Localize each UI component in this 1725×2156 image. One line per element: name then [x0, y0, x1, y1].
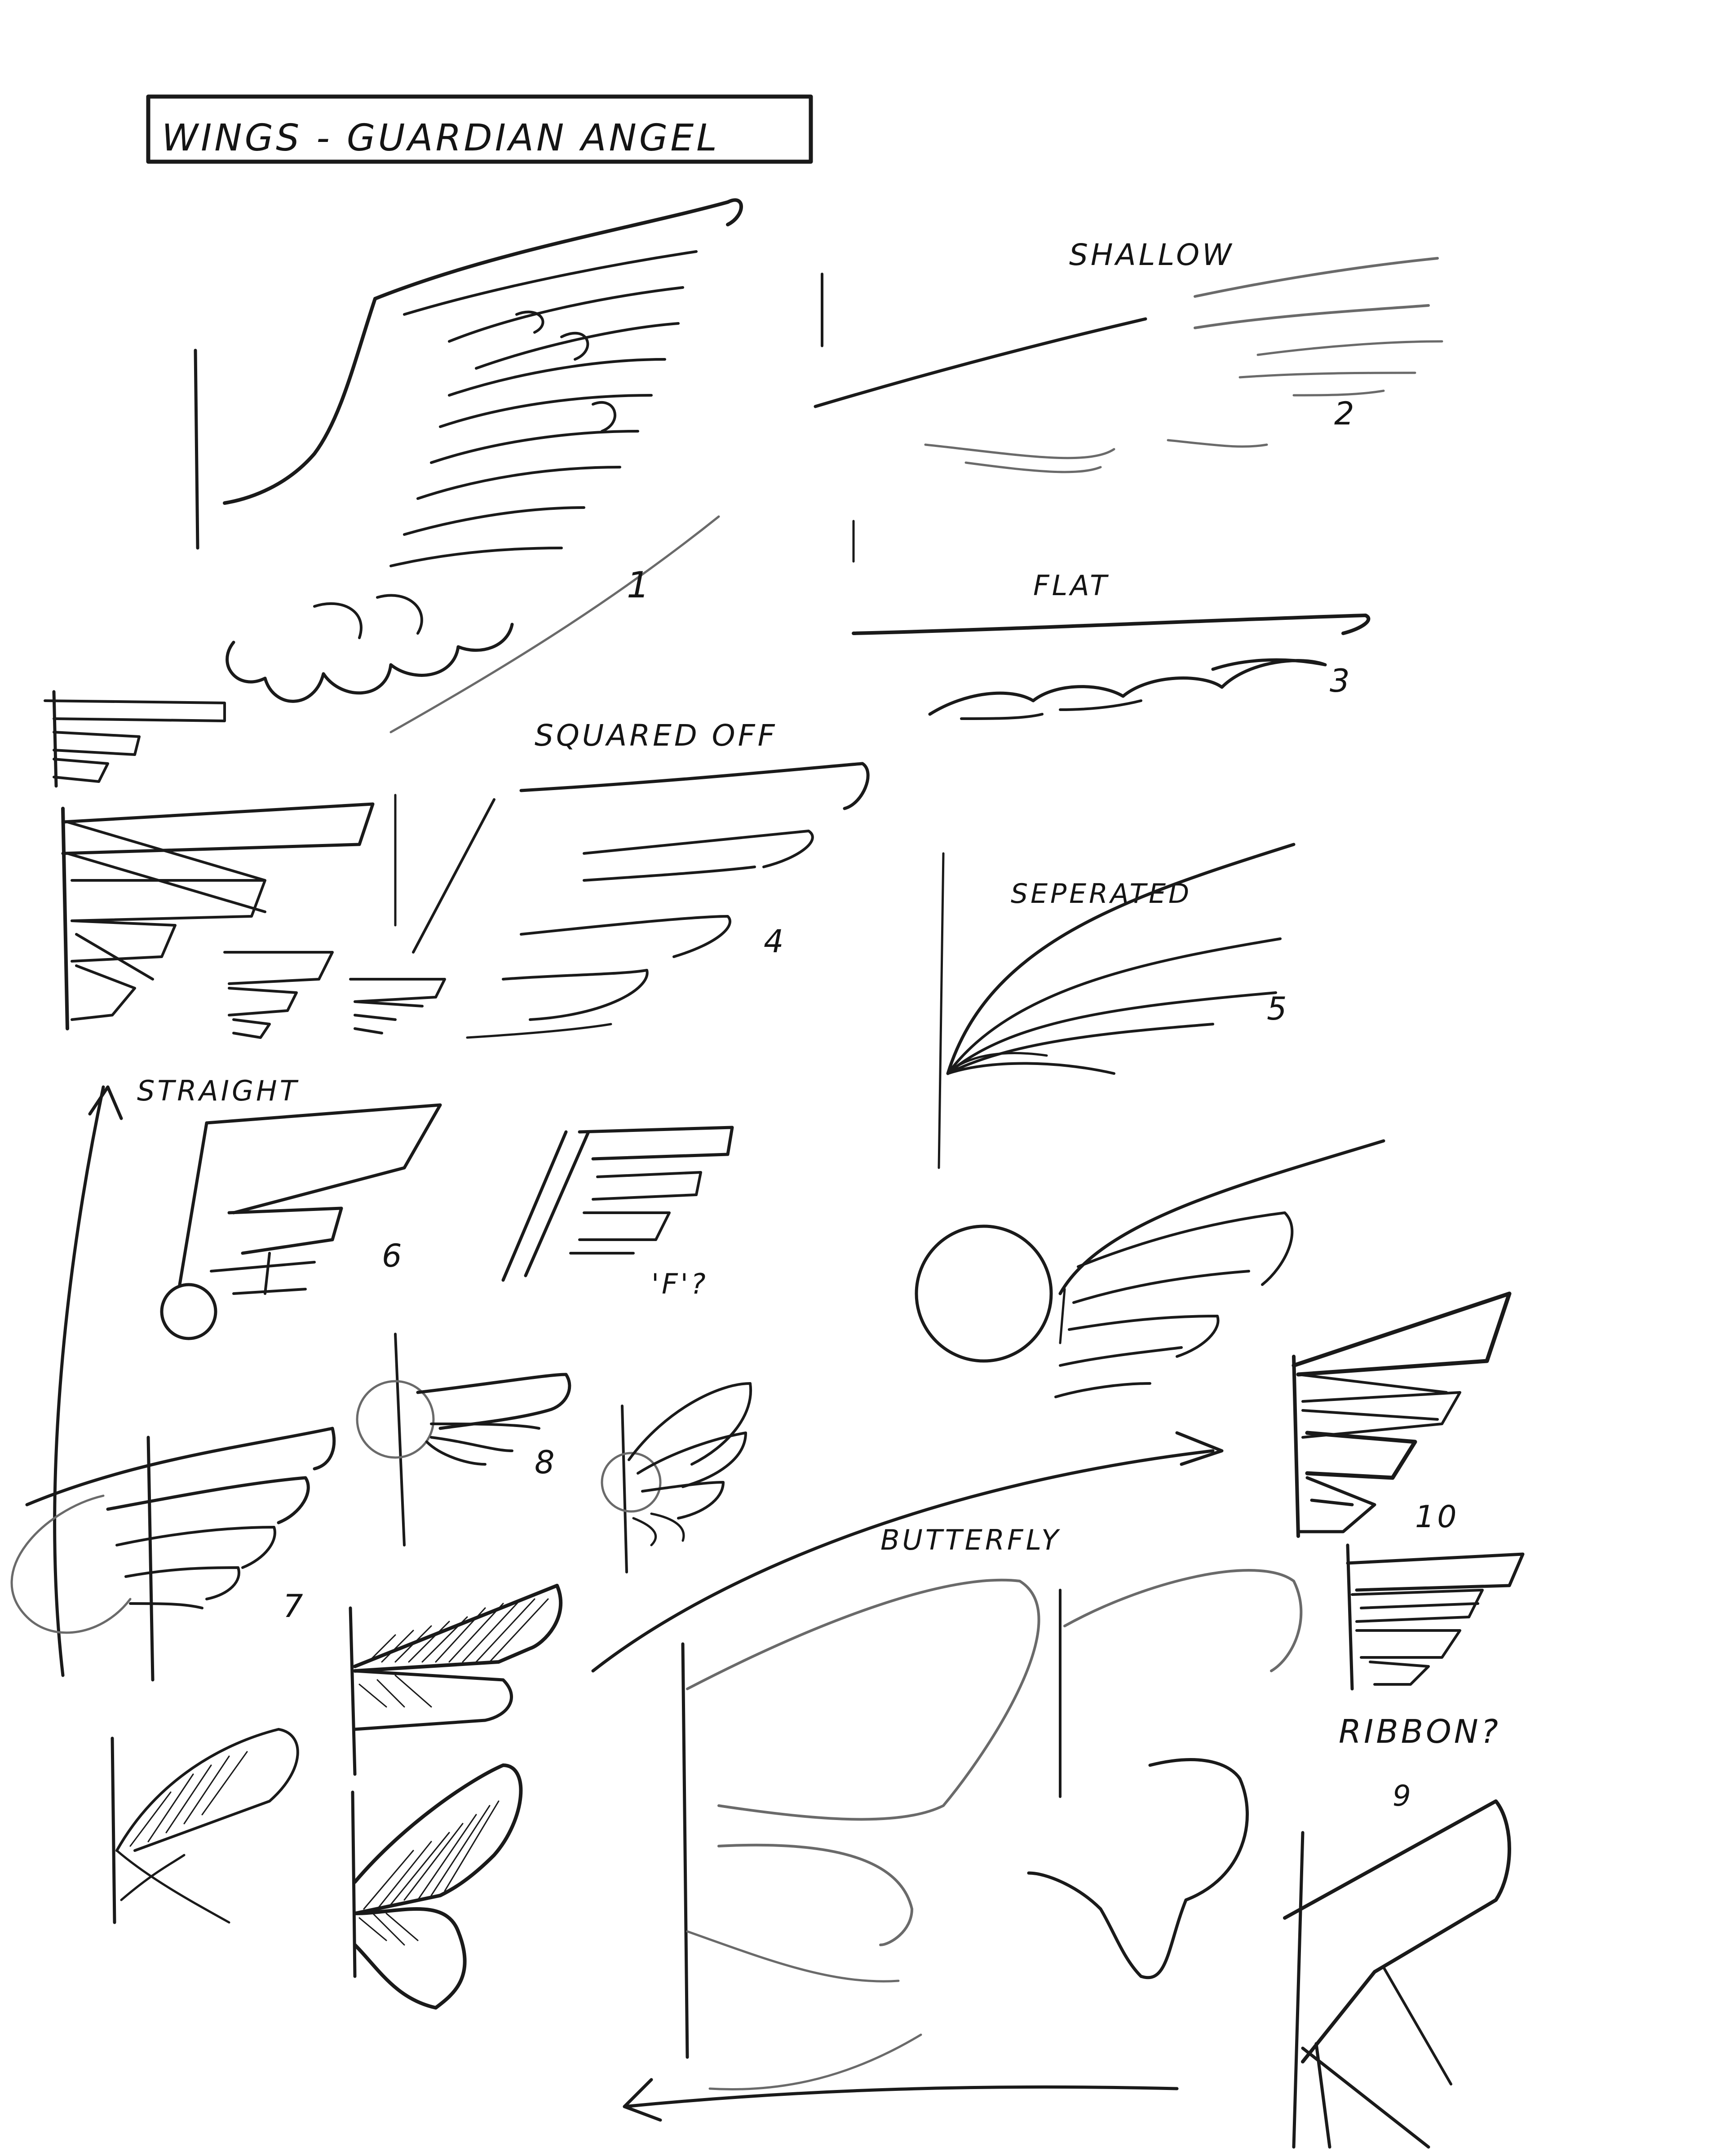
- sketch-butterfly-label: BUTTERFLY: [880, 1524, 1061, 1556]
- page-title: WINGS - GUARDIAN ANGEL: [162, 117, 720, 159]
- sketch-8-small-wings: 8: [356, 1333, 752, 1573]
- sketch-butterfly-wing: BUTTERFLY: [591, 1431, 1303, 2122]
- title-box: WINGS - GUARDIAN ANGEL: [146, 94, 813, 164]
- sketch-3-label: FLAT: [1033, 569, 1110, 602]
- sketch-4-squared-wing: SQUARED OFF 4: [61, 718, 870, 1039]
- sketch-shaded-wings: [111, 1584, 563, 2010]
- sketch-8-number: 8: [535, 1444, 557, 1481]
- sketch-10-bar-wing: 10: [1292, 1291, 1512, 1538]
- sketch-ribbon-wing: RIBBON? 9: [1339, 1543, 1525, 1813]
- sketch-4-number: 4: [764, 923, 787, 960]
- sketch-ribbon-label: RIBBON?: [1339, 1713, 1501, 1750]
- sketch-f-shape-wing: 'F'?: [501, 1126, 734, 1300]
- sketch-5-number: 5: [1267, 990, 1290, 1027]
- sketch-6-label: STRAIGHT: [137, 1074, 300, 1107]
- sketch-f-label: 'F'?: [651, 1268, 708, 1300]
- sketch-3-number: 3: [1330, 663, 1353, 699]
- sketch-7-wing: 7: [10, 1427, 336, 1682]
- sketch-5-separated-wing: SEPERATED 5: [938, 843, 1296, 1169]
- sketch-5-label: SEPERATED: [1011, 878, 1192, 910]
- sketch-9-number: 9: [1393, 1780, 1414, 1813]
- sketch-4-label: SQUARED OFF: [535, 718, 778, 753]
- sketch-6-number: 6: [382, 1237, 405, 1274]
- sketch-7-number: 7: [283, 1588, 306, 1625]
- sketch-circle-wing: [915, 1139, 1385, 1398]
- sketch-3-flat-wing: FLAT 3: [852, 520, 1371, 720]
- sketch-1-feathered-wing: 1: [194, 198, 743, 733]
- sketch-9-wing: [1283, 1799, 1511, 2149]
- sketch-2-label: SHALLOW: [1069, 238, 1234, 272]
- sketch-2-number: 2: [1334, 395, 1357, 432]
- sketch-2-shallow-wing: SHALLOW 2: [814, 238, 1443, 473]
- sketch-small-bar-wing: [44, 690, 226, 788]
- sketch-1-number: 1: [627, 564, 652, 606]
- sketch-10-number: 10: [1415, 1499, 1460, 1535]
- sketch-6-straight-wing: STRAIGHT 6: [53, 1074, 442, 1677]
